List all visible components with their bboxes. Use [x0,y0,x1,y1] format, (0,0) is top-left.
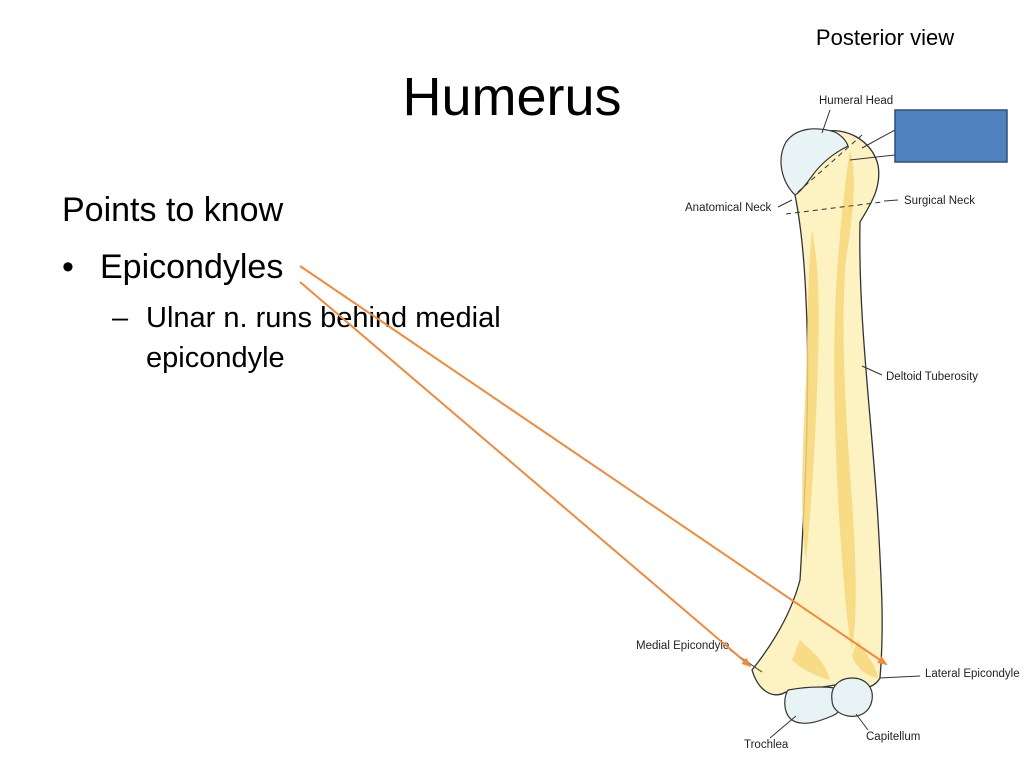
label-surgical-neck: Surgical Neck [904,195,975,207]
leader-surgical-neck [884,200,898,201]
leader-greater-tubercle [862,130,895,148]
label-anatomical-neck: Anatomical Neck [685,202,772,214]
label-capitellum: Capitellum [866,731,920,743]
humerus-bone [752,131,882,695]
leader-capitellum [856,714,868,730]
label-trochlea: Trochlea [744,739,789,751]
label-lateral-epicondyle: Lateral Epicondyle [925,668,1020,680]
label-medial-epicondyle: Medial Epicondyle [636,640,729,652]
blank-label-box [895,110,1007,162]
label-deltoid-tuberosity: Deltoid Tuberosity [886,371,978,383]
label-humeral-head: Humeral Head [819,95,893,107]
leader-trochlea [770,716,796,738]
leader-anatomical-neck [778,200,792,207]
arrow-to-medial-epicondyle [300,282,750,666]
capitellum [832,678,873,716]
arrow-to-lateral-epicondyle [300,266,886,664]
leader-lateral-epicondyle [880,676,920,678]
